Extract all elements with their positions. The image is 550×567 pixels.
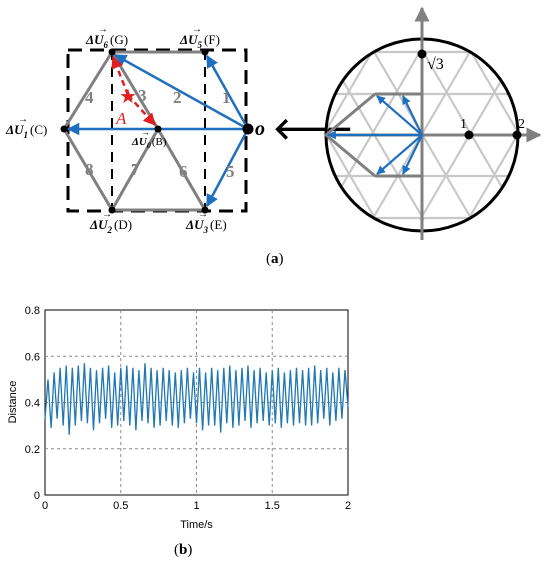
label-sqrt3: √3 bbox=[427, 56, 444, 73]
active-sector-outline bbox=[323, 92, 376, 178]
y-tick-label: 0.2 bbox=[25, 444, 40, 456]
y-tick-label: 0 bbox=[34, 490, 40, 502]
space-vector-arrows bbox=[327, 95, 423, 175]
vertex-label-b: ΔU0(B) → bbox=[131, 127, 167, 150]
label-one: 1 bbox=[460, 117, 467, 132]
vertex-label-g: ΔU6(G) → bbox=[85, 24, 128, 50]
sector-diagram: ★ 1 2 3 4 5 6 7 8 A o ΔU6 bbox=[5, 24, 265, 235]
sector-number-2: 2 bbox=[173, 88, 182, 107]
svg-text:ΔU2(D): ΔU2(D) bbox=[89, 217, 132, 235]
sector-number-7: 7 bbox=[131, 160, 140, 179]
reference-star: ★ bbox=[119, 86, 137, 108]
svg-text:ΔU6(G): ΔU6(G) bbox=[85, 32, 128, 50]
caption-a: (a) bbox=[266, 251, 284, 267]
vertex-label-c: ΔU1(C) → bbox=[5, 114, 47, 140]
x-tick-label: 0.5 bbox=[113, 500, 128, 512]
x-tick-label: 2 bbox=[345, 500, 351, 512]
y-axis-label: Distance bbox=[7, 381, 19, 424]
svg-text:→: → bbox=[198, 209, 208, 220]
x-tick-label: 1.5 bbox=[265, 500, 280, 512]
hexagon-edges bbox=[62, 50, 207, 212]
origin-label: o bbox=[255, 118, 265, 140]
vertex-points bbox=[60, 48, 254, 214]
vertex-label-d: ΔU2(D) → bbox=[89, 209, 132, 235]
y-tick-label: 0.4 bbox=[25, 398, 40, 410]
svg-text:→: → bbox=[192, 24, 202, 35]
transform-arrow: 🡐 bbox=[273, 112, 353, 147]
vertex-label-e: ΔU3(E) → bbox=[185, 209, 227, 235]
series-line bbox=[44, 363, 349, 435]
svg-text:ΔU0(B): ΔU0(B) bbox=[131, 136, 167, 150]
x-tick-label: 1 bbox=[193, 500, 199, 512]
y-tick-label: 0.6 bbox=[25, 351, 40, 363]
label-two: 2 bbox=[518, 117, 525, 132]
axis-ticks: 0 0.5 1 1.5 2 0 0.2 0.4 0.6 0.8 bbox=[25, 305, 351, 512]
sector-number-8: 8 bbox=[85, 160, 94, 179]
caption-b: (b) bbox=[174, 542, 193, 558]
vertex-label-f: ΔU5(F) → bbox=[179, 24, 220, 50]
sector-number-3: 3 bbox=[138, 86, 147, 105]
svg-text:→: → bbox=[98, 24, 108, 35]
svg-text:ΔU5(F): ΔU5(F) bbox=[179, 32, 220, 50]
svg-text:ΔU1(C): ΔU1(C) bbox=[5, 122, 47, 140]
x-axis-label: Time/s bbox=[180, 519, 213, 531]
point-a-label: A bbox=[115, 109, 127, 128]
x-tick-label: 0 bbox=[42, 500, 48, 512]
sector-number-4: 4 bbox=[85, 88, 94, 107]
y-tick-label: 0.8 bbox=[25, 305, 40, 317]
svg-text:ΔU3(E): ΔU3(E) bbox=[185, 217, 227, 235]
sector-number-6: 6 bbox=[179, 162, 188, 181]
distance-chart: 0 0.5 1 1.5 2 0 0.2 0.4 0.6 0.8 Time/s Distance bbox=[7, 305, 351, 531]
sector-number-5: 5 bbox=[226, 162, 235, 181]
svg-text:→: → bbox=[141, 127, 150, 137]
sector-number-1: 1 bbox=[222, 88, 231, 107]
svg-text:→: → bbox=[18, 114, 28, 125]
svg-text:→: → bbox=[102, 209, 112, 220]
reference-arrows bbox=[111, 55, 156, 126]
